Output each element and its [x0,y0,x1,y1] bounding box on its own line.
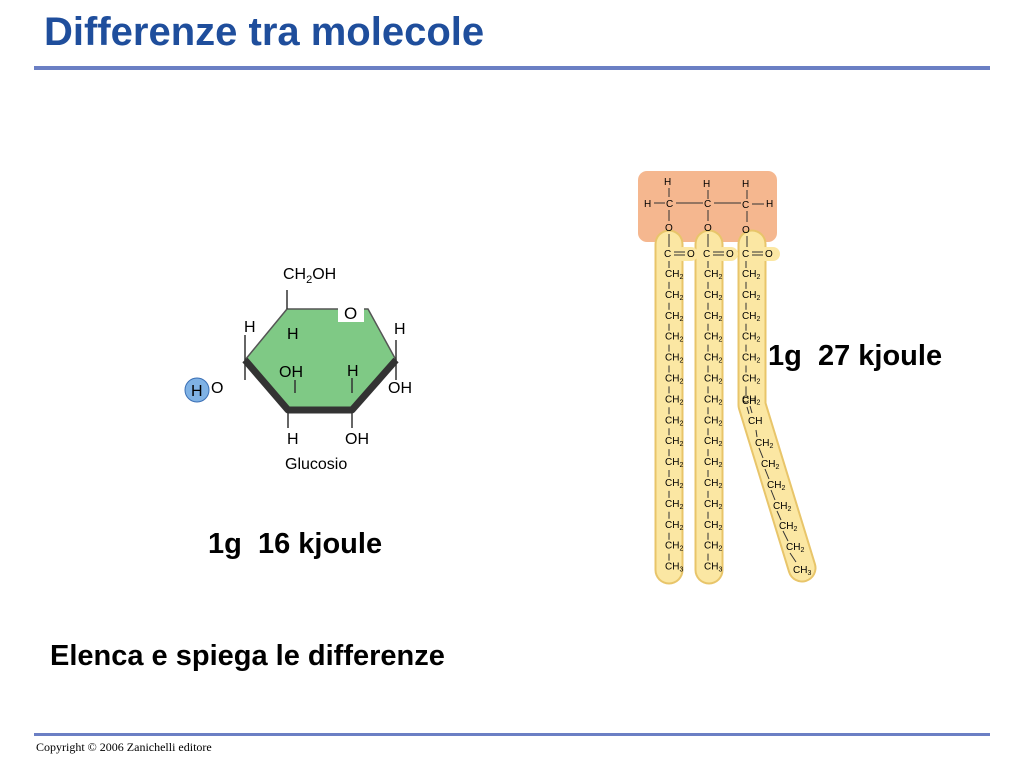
ch2-group: CH2 [665,269,683,281]
ch2-group: CH2 [704,541,722,553]
glucose-ring [244,308,397,411]
ch2-group: CH2 [704,290,722,302]
svg-text:C: C [666,199,673,210]
atom-h-inner-right: H [347,363,359,380]
glucose-molecule: O CH2OH H H H OH H H O OH H OH Glucosio [184,266,412,473]
ch2-group: CH2 [704,269,722,281]
ch3-group: CH3 [704,562,722,574]
footer-divider [34,733,990,736]
ch2-group: CH2 [704,332,722,344]
ch2-group: CH2 [665,415,683,427]
svg-text:O: O [726,249,734,260]
atom-h-left-top: H [244,319,256,336]
atom-o-left: O [211,380,223,397]
copyright-notice: Copyright © 2006 Zanichelli editore [36,740,212,754]
ch2-group: CH2 [665,332,683,344]
ch2-group: CH2 [665,374,683,386]
ch2-group: CH2 [704,520,722,532]
ch2-group: CH2 [742,290,760,302]
ch2-group: CH2 [742,374,760,386]
atom-h-right-top: H [394,321,406,338]
title-divider [34,66,990,70]
ch2-group: CH2 [665,478,683,490]
ch2-group: CH2 [665,394,683,406]
ch2-group: CH2 [704,374,722,386]
slide-title: Differenze tra molecole [44,10,485,54]
ch3-group: CH3 [665,562,683,574]
svg-text:O: O [765,249,773,260]
atom-oh-bottom: OH [345,431,369,448]
triglyceride-molecule: H H H H C C C H O O O C [638,171,817,585]
ch2-group: CH2 [704,436,722,448]
svg-text:O: O [665,223,673,234]
ch2-group: CH2 [742,332,760,344]
svg-text:C: C [742,200,749,211]
ch2-group: CH2 [704,457,722,469]
ch2-group: CH2 [761,459,779,471]
atom-h-bottom: H [287,431,299,448]
svg-text:H: H [644,199,651,210]
ch2-group: CH2 [779,521,797,533]
svg-text:O: O [687,249,695,260]
ch2-group: CH2 [704,311,722,323]
ch2-group: CH2 [773,501,791,513]
ch2-group: CH2 [767,480,785,492]
atom-h-inner-top: H [287,326,299,343]
ch2-group: CH2 [704,394,722,406]
ring-oxygen: O [344,304,357,323]
glucose-energy-label: 1g 16 kjoule [208,528,383,560]
atom-oh-right: OH [388,380,412,397]
atom-oh-inner: OH [279,364,303,381]
ch2-group: CH2 [665,436,683,448]
ch-group: CH [742,396,756,407]
ch2-group: CH2 [742,353,760,365]
svg-text:H: H [703,179,710,190]
ch2-group: CH2 [704,415,722,427]
svg-text:C: C [703,249,710,260]
ch2-group: CH2 [742,269,760,281]
carbonyl-groups: C O C O C O [664,249,773,260]
glucose-ring-front-edge [242,357,399,414]
atom-h-highlight: H [191,383,203,400]
fatty-acid-groups: CH2CH2CH2CH2CH2CH2CH2CH2CH2CH2CH2CH2CH2C… [665,261,811,577]
highlight-hydrogen-circle [184,377,210,403]
ch2-group: CH2 [742,394,760,406]
ch2-group: CH2 [665,457,683,469]
svg-text:H: H [766,199,773,210]
fat-energy-label: 1g 27 kjoule [768,340,943,372]
ch2-group: CH2 [742,311,760,323]
glucose-name: Glucosio [285,456,347,473]
ch2-group: CH2 [755,438,773,450]
ch2-group: CH2 [704,499,722,511]
ch2-group: CH2 [665,520,683,532]
ch2-group: CH2 [786,542,804,554]
ch2-group: CH2 [704,478,722,490]
ch3-group: CH3 [793,565,811,577]
ch2-group: CH2 [704,353,722,365]
ch2-group: CH2 [665,541,683,553]
svg-text:C: C [704,199,711,210]
ch-group: CH [748,416,762,427]
svg-text:O: O [742,225,750,236]
svg-text:C: C [742,249,749,260]
svg-text:H: H [664,177,671,188]
glycerol-box [638,171,777,242]
svg-text:C: C [664,249,671,260]
ch2-group: CH2 [665,311,683,323]
ch2oh-label: CH2OH [283,266,336,286]
task-prompt: Elenca e spiega le differenze [50,640,445,672]
ch2-group: CH2 [665,499,683,511]
glycerol-atoms: H H H H C C C H O O O [644,177,773,247]
ch2-group: CH2 [665,290,683,302]
svg-text:O: O [704,223,712,234]
ch2-group: CH2 [665,353,683,365]
svg-text:H: H [742,179,749,190]
